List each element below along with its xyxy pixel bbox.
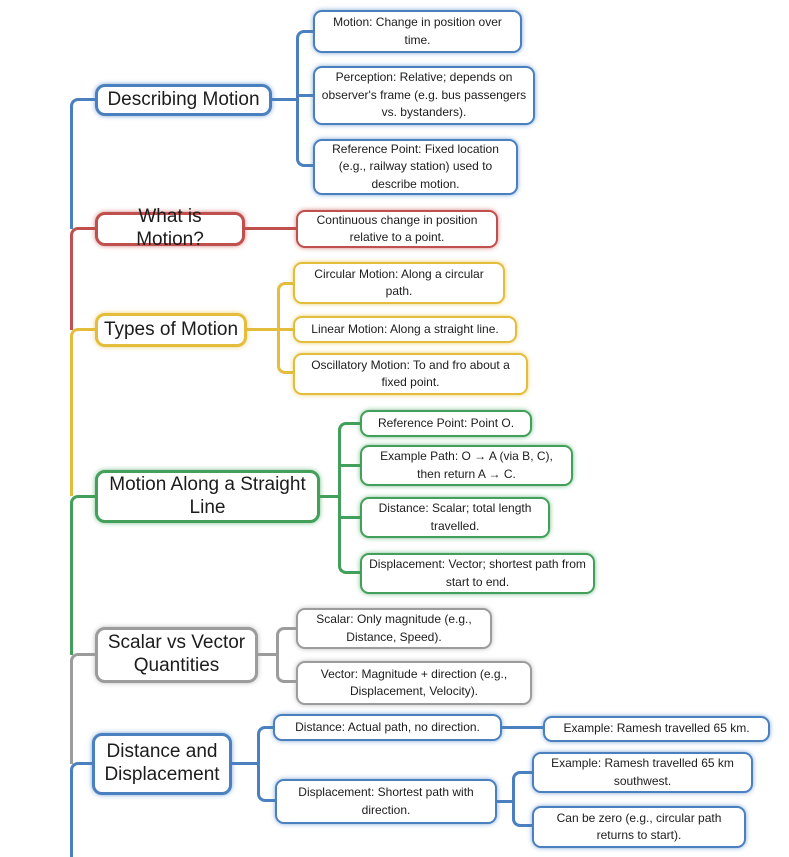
node-motion-definition: Motion: Change in position over time. <box>313 10 522 53</box>
connector-straight-stub <box>320 495 340 498</box>
connector-scalar-fork <box>276 627 298 683</box>
connector-describing-mid <box>296 94 315 97</box>
topic-scalar-vector: Scalar vs Vector Quantities <box>95 627 258 683</box>
trunk-segment-straight-line <box>70 495 97 655</box>
topic-what-is-motion: What is Motion? <box>95 206 245 250</box>
node-displacement-shortest: Displacement: Shortest path with directi… <box>275 779 497 824</box>
node-example-path: Example Path: O → A (via B, C), then ret… <box>360 445 573 486</box>
node-can-be-zero: Can be zero (e.g., circular path returns… <box>532 806 746 848</box>
topic-motion-straight-line: Motion Along a Straight Line <box>95 470 320 523</box>
trunk-segment-scalar-vector <box>70 653 97 764</box>
trunk-segment-types <box>70 328 97 496</box>
node-distance-scalar: Distance: Scalar; total length travelled… <box>360 497 550 538</box>
connector-straight-mid1 <box>338 464 362 467</box>
trunk-segment-describing <box>70 98 97 229</box>
node-reference-point-o: Reference Point: Point O. <box>360 410 532 437</box>
node-perception: Perception: Relative; depends on observe… <box>313 66 535 125</box>
connector-what-is-motion <box>245 227 298 230</box>
connector-displacement-fork <box>512 771 534 827</box>
node-displacement-vector: Displacement: Vector; shortest path from… <box>360 553 595 594</box>
topic-distance-displacement: Distance and Displacement <box>92 733 232 795</box>
connector-types-stub <box>247 328 279 331</box>
node-scalar-magnitude: Scalar: Only magnitude (e.g., Distance, … <box>296 608 492 649</box>
connector-describing-fork <box>296 30 315 167</box>
node-reference-point: Reference Point: Fixed location (e.g., r… <box>313 139 518 195</box>
node-circular-motion: Circular Motion: Along a circular path. <box>293 262 505 304</box>
connector-displacement-stub <box>497 800 514 803</box>
connector-straight-mid2 <box>338 516 362 519</box>
topic-describing-motion: Describing Motion <box>95 84 272 116</box>
node-continuous-change: Continuous change in position relative t… <box>296 210 498 248</box>
node-vector-direction: Vector: Magnitude + direction (e.g., Dis… <box>296 661 532 705</box>
topic-types-of-motion: Types of Motion <box>95 313 247 347</box>
node-oscillatory-motion: Oscillatory Motion: To and fro about a f… <box>293 353 528 395</box>
connector-distance-example <box>502 726 545 729</box>
node-linear-motion: Linear Motion: Along a straight line. <box>293 316 517 343</box>
trunk-segment-what-is-motion <box>70 227 97 330</box>
connector-straight-fork <box>338 422 362 574</box>
node-distance-actual-path: Distance: Actual path, no direction. <box>273 714 502 741</box>
connector-distdisp-fork <box>257 726 275 802</box>
node-example-65km: Example: Ramesh travelled 65 km. <box>543 716 770 742</box>
node-example-65km-southwest: Example: Ramesh travelled 65 km southwes… <box>532 752 753 793</box>
connector-scalar-stub <box>258 653 278 656</box>
trunk-segment-distance <box>70 762 94 857</box>
connector-distdisp-stub <box>232 762 259 765</box>
connector-types-mid <box>277 328 295 331</box>
connector-describing-stub <box>272 98 298 101</box>
